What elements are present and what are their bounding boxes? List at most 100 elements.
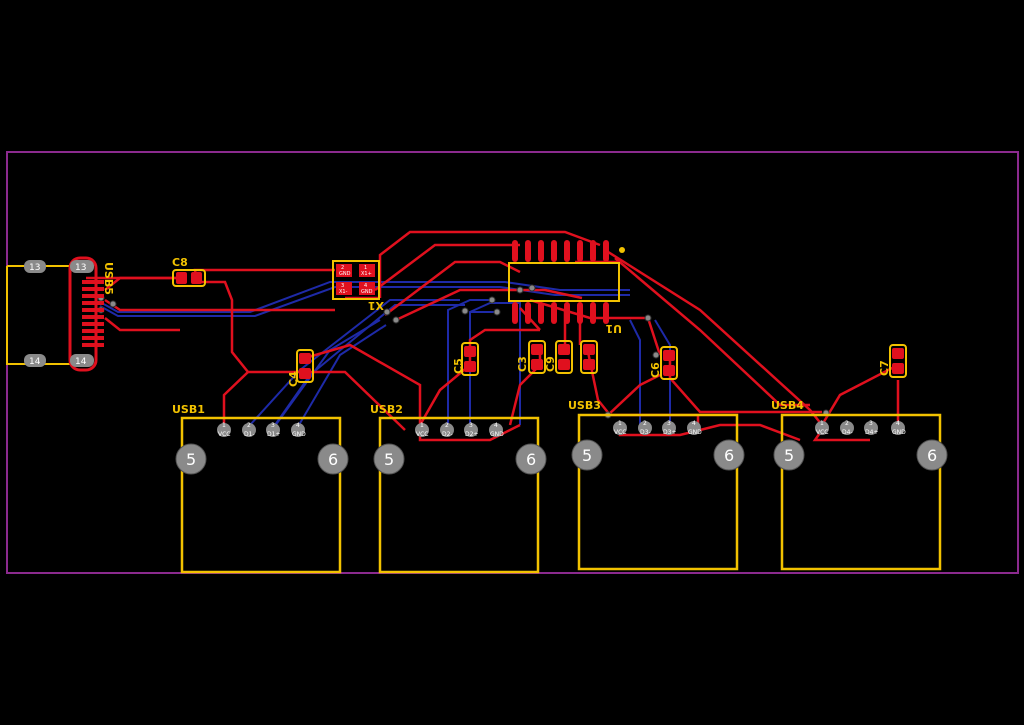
capacitor-c5: C5: [452, 342, 479, 376]
usb4-pin-d-minus: D4-: [842, 429, 853, 436]
u1-pin1-marker: [619, 247, 625, 253]
x1-ref-label: X1: [368, 299, 384, 312]
usb2-pin-3-num: 3: [469, 422, 473, 429]
x1-pad-4-label: GND: [361, 289, 373, 295]
usb4-pin-gnd: GND: [892, 429, 906, 436]
usb1-mount-5: 5: [186, 450, 196, 469]
usb5-pad-14-right: 14: [75, 357, 87, 367]
capacitor-c3: C3: [516, 340, 546, 374]
c9-ref-label: C9: [544, 356, 557, 372]
usb2-pin-1-num: 1: [420, 422, 424, 429]
usb2-ref-label: USB2: [370, 403, 403, 416]
capacitor-c4: C4: [287, 349, 314, 387]
usb3-pin-gnd: GND: [688, 429, 702, 436]
usb2-pin-4-num: 4: [494, 422, 498, 429]
connector-usb1: USB1 1 VCC 2 D1- 3 D1+ 4 GND 5 6: [172, 403, 349, 574]
c8-ref-label: C8: [172, 256, 188, 269]
usb4-pin-3-num: 3: [869, 420, 873, 427]
c5-ref-label: C5: [452, 358, 465, 374]
usb5-shield-14-left: [24, 354, 46, 367]
x1-pad-2-num: 2: [341, 265, 344, 271]
usb1-pin-4-num: 4: [296, 422, 300, 429]
capacitor-c6: C6: [649, 346, 678, 380]
connector-usb3: USB3 1 VCC 2 D3- 3 D3+ 4 GND 5 6: [568, 399, 745, 571]
crystal-x1: 2 GND 1 X1+ 3 X1- 4 GND X1: [332, 260, 384, 312]
connector-usb4: USB4 1 VCC 2 D4- 3 D4+ 4 GND 5 6: [771, 399, 948, 571]
usb5-shield-13-left: [24, 260, 46, 273]
u1-ref-label: U1: [605, 322, 622, 335]
c6-ref-label: C6: [649, 362, 662, 378]
connector-usb5: 13 13 14 14 USB5: [6, 256, 115, 372]
c7-ref-label: C7: [878, 360, 891, 376]
usb2-outline: [378, 416, 540, 574]
x1-pad-4: [359, 282, 375, 295]
usb4-pin-2-num: 2: [845, 420, 849, 427]
board-outline: [6, 151, 1019, 574]
x1-pad-3-num: 3: [341, 283, 344, 289]
usb3-pin-2-num: 2: [643, 420, 647, 427]
usb1-ref-label: USB1: [172, 403, 205, 416]
usb4-mount-6: 6: [927, 446, 937, 465]
usb3-ref-label: USB3: [568, 399, 601, 412]
usb2-mount-5: 5: [384, 450, 394, 469]
usb5-pin-pads: [82, 280, 104, 347]
usb1-pin-gnd: GND: [292, 431, 306, 438]
usb2-pin-vcc: VCC: [416, 431, 428, 438]
capacitor-c9: C9: [544, 340, 573, 374]
usb3-pin-d-minus: D3-: [640, 429, 651, 436]
usb1-pin-d-minus: D1-: [244, 431, 255, 438]
capacitor-c8: C8: [172, 256, 206, 287]
x1-pad-4-num: 4: [364, 283, 367, 289]
usb3-pin-3-num: 3: [667, 420, 671, 427]
usb4-mount-5: 5: [784, 446, 794, 465]
c3-ref-label: C3: [516, 356, 529, 372]
x1-pad-1: [359, 264, 375, 277]
usb2-mount-6: 6: [526, 450, 536, 469]
usb1-outline: [180, 416, 342, 574]
x1-pad-1-label: X1+: [361, 271, 372, 277]
usb1-pin-3-num: 3: [271, 422, 275, 429]
usb4-ref-label: USB4: [771, 399, 804, 412]
usb1-pin-d-plus: D1+: [267, 431, 280, 438]
usb5-pad-14-left: 14: [29, 357, 41, 367]
c4-ref-label: C4: [287, 371, 300, 387]
capacitor-c1: [580, 340, 598, 374]
usb1-mount-6: 6: [328, 450, 338, 469]
vias: [97, 284, 830, 419]
usb3-pin-4-num: 4: [692, 420, 696, 427]
ic-u1: U1: [508, 240, 625, 335]
x1-pad-3: [336, 282, 352, 295]
usb5-shield-14-right: [70, 354, 94, 367]
usb5-pad-13-left: 13: [29, 263, 40, 273]
u1-pins: [512, 240, 609, 324]
usb4-pin-1-num: 1: [820, 420, 824, 427]
usb3-mount-6: 6: [724, 446, 734, 465]
usb3-outline: [577, 413, 739, 571]
usb4-pin-d-plus: D4+: [865, 429, 878, 436]
usb2-pin-2-num: 2: [445, 422, 449, 429]
x1-pad-1-num: 1: [364, 265, 367, 271]
usb5-pad-13-right: 13: [75, 263, 86, 273]
capacitor-c7: C7: [878, 344, 907, 378]
usb1-pin-1-num: 1: [222, 422, 226, 429]
usb3-pin-d-plus: D3+: [663, 429, 676, 436]
usb5-ref-label: USB5: [102, 262, 115, 295]
x1-outline: [332, 260, 380, 300]
usb5-shield-13-right: [70, 260, 94, 273]
u1-body-outline: [508, 262, 620, 302]
x1-pad-2: [336, 264, 352, 277]
usb2-pin-d-minus: D2-: [442, 431, 453, 438]
usb2-pin-d-plus: D2+: [465, 431, 478, 438]
usb1-pin-vcc: VCC: [218, 431, 230, 438]
connector-usb2: USB2 1 VCC 2 D2- 3 D2+ 4 GND 5 6: [370, 403, 547, 574]
usb4-outline: [780, 413, 942, 571]
usb3-pin-1-num: 1: [618, 420, 622, 427]
usb4-pin-vcc: VCC: [816, 429, 828, 436]
usb3-mount-5: 5: [582, 446, 592, 465]
usb3-pin-vcc: VCC: [614, 429, 626, 436]
x1-pad-2-label: GND: [339, 271, 351, 277]
usb1-pin-2-num: 2: [247, 422, 251, 429]
usb4-pin-4-num: 4: [896, 420, 900, 427]
x1-pad-3-label: X1-: [339, 289, 348, 295]
